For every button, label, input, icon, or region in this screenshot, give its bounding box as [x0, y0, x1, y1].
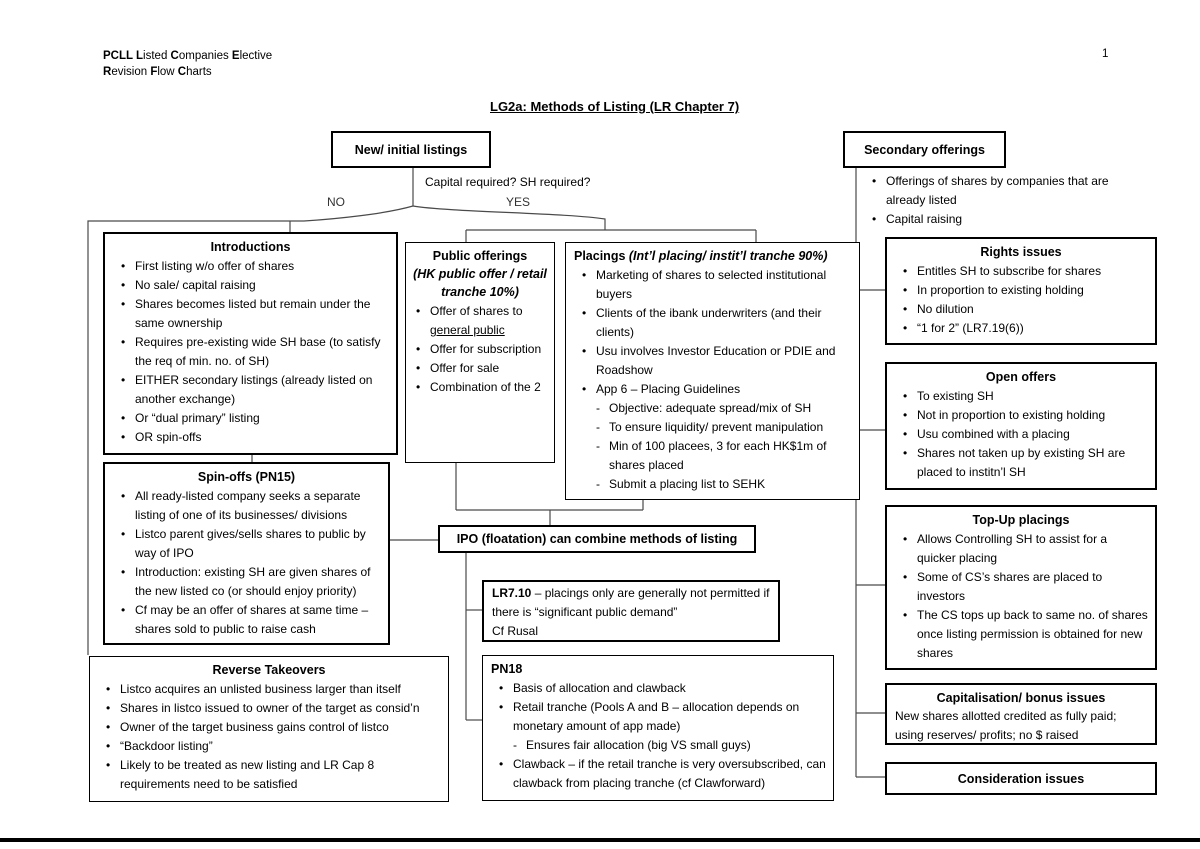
- bullet-item: Shares in listco issued to owner of the …: [106, 699, 442, 718]
- box-placings: Placings (Int’l placing/ instit’l tranch…: [565, 242, 860, 500]
- lr7-10-rule-ref: LR7.10: [492, 586, 532, 600]
- capitalisation-text: New shares allotted credited as fully pa…: [895, 709, 1117, 742]
- public-offerings-title: Public offerings(HK public offer / retai…: [413, 249, 547, 299]
- bullet-item: •Offerings of shares by companies that a…: [872, 174, 1109, 207]
- box-pn18: PN18 Basis of allocation and clawback Re…: [482, 655, 834, 801]
- reverse-takeovers-title: Reverse Takeovers: [212, 663, 326, 677]
- lr7-10-footnote: Cf Rusal: [492, 624, 539, 638]
- decision-question: Capital required? SH required?: [425, 175, 591, 189]
- box-reverse-takeovers: Reverse Takeovers Listco acquires an unl…: [89, 656, 449, 802]
- bullet-item: Requires pre-existing wide SH base (to s…: [121, 333, 390, 371]
- bullet-item: Offer for subscription: [416, 340, 548, 359]
- bullet-item: Some of CS’s shares are placed to invest…: [903, 568, 1149, 606]
- box-capitalisation-bonus-issues: Capitalisation/ bonus issues New shares …: [885, 683, 1157, 745]
- bullet-item: Likely to be treated as new listing and …: [106, 756, 442, 794]
- placings-title: Placings (Int’l placing/ instit’l tranch…: [574, 249, 828, 263]
- box-top-up-placings: Top-Up placings Allows Controlling SH to…: [885, 505, 1157, 670]
- bullet-item: No sale/ capital raising: [121, 276, 390, 295]
- bullet-item: Cf may be an offer of shares at same tim…: [121, 601, 382, 639]
- page-bottom-rule: [0, 838, 1200, 842]
- top-up-placings-title: Top-Up placings: [972, 513, 1070, 527]
- underlined-term: general public: [430, 323, 505, 337]
- page-number: 1: [1102, 48, 1109, 60]
- bullet-item: Usu combined with a placing: [903, 425, 1149, 444]
- capitalisation-title: Capitalisation/ bonus issues: [936, 691, 1106, 705]
- bullet-item: Offer for sale: [416, 359, 548, 378]
- bullet-item: “1 for 2” (LR7.19(6)): [903, 319, 1149, 338]
- bullet-item: App 6 – Placing Guidelines Objective: ad…: [582, 380, 853, 494]
- bullet-item: OR spin-offs: [121, 428, 390, 447]
- bullet-item: Listco acquires an unlisted business lar…: [106, 680, 442, 699]
- box-secondary-offerings: Secondary offerings: [843, 131, 1006, 168]
- sub-bullet-item: Objective: adequate spread/mix of SH: [596, 399, 853, 418]
- bullet-item: All ready-listed company seeks a separat…: [121, 487, 382, 525]
- consideration-issues-title: Consideration issues: [957, 771, 1085, 786]
- bullet-item: Allows Controlling SH to assist for a qu…: [903, 530, 1149, 568]
- header-line-1: PCLL Listed Companies Elective: [103, 50, 273, 62]
- box-rights-issues: Rights issues Entitles SH to subscribe f…: [885, 237, 1157, 345]
- no-label: NO: [327, 195, 345, 209]
- placings-subtitle: (Int’l placing/ instit’l tranche 90%): [628, 249, 828, 263]
- open-offers-title: Open offers: [985, 370, 1057, 384]
- bullet-item: Combination of the 2: [416, 378, 548, 397]
- header-line-2: Revision Flow Charts: [103, 66, 212, 78]
- box-open-offers: Open offers To existing SH Not in propor…: [885, 362, 1157, 490]
- bullet-item: Clawback – if the retail tranche is very…: [499, 755, 827, 793]
- bullet-item: Marketing of shares to selected institut…: [582, 266, 853, 304]
- sub-bullet-item: To ensure liquidity/ prevent manipulatio…: [596, 418, 853, 437]
- bullet-item: Clients of the ibank underwriters (and t…: [582, 304, 853, 342]
- new-listings-title: New/ initial listings: [354, 142, 468, 157]
- public-offerings-subtitle: (HK public offer / retail tranche 10%): [413, 267, 547, 299]
- box-new-initial-listings: New/ initial listings: [331, 131, 491, 168]
- box-spin-offs: Spin-offs (PN15) All ready-listed compan…: [103, 462, 390, 645]
- bullet-item: Shares not taken up by existing SH are p…: [903, 444, 1149, 482]
- bullet-item: Owner of the target business gains contr…: [106, 718, 442, 737]
- bullet-item: Usu involves Investor Education or PDIE …: [582, 342, 853, 380]
- box-lr7-10: LR7.10 – placings only are generally not…: [482, 580, 780, 642]
- sub-bullet-item: Ensures fair allocation (big VS small gu…: [513, 736, 827, 755]
- bullet-item: Not in proportion to existing holding: [903, 406, 1149, 425]
- page-title: LG2a: Methods of Listing (LR Chapter 7): [490, 99, 740, 114]
- bullet-item: Offer of shares to general public: [416, 302, 548, 340]
- introductions-title: Introductions: [210, 240, 291, 254]
- bullet-item: No dilution: [903, 300, 1149, 319]
- box-introductions: Introductions First listing w/o offer of…: [103, 232, 398, 455]
- bullet-item: Introduction: existing SH are given shar…: [121, 563, 382, 601]
- bullet-item: Shares becomes listed but remain under t…: [121, 295, 390, 333]
- bullet-item: First listing w/o offer of shares: [121, 257, 390, 276]
- sub-bullet-item: Submit a placing list to SEHK: [596, 475, 853, 494]
- sub-bullet-item: Min of 100 placees, 3 for each HK$1m of …: [596, 437, 853, 475]
- bullet-item: In proportion to existing holding: [903, 281, 1149, 300]
- document-header: PCLL Listed Companies Elective Revision …: [103, 48, 272, 80]
- bullet-item: Basis of allocation and clawback: [499, 679, 827, 698]
- yes-label: YES: [506, 195, 531, 209]
- bullet-item: EITHER secondary listings (already liste…: [121, 371, 390, 409]
- bullet-item: To existing SH: [903, 387, 1149, 406]
- bullet-item: •Capital raising: [872, 212, 963, 226]
- bullet-item: Retail tranche (Pools A and B – allocati…: [499, 698, 827, 755]
- bullet-item: Listco parent gives/sells shares to publ…: [121, 525, 382, 563]
- secondary-offerings-title: Secondary offerings: [864, 142, 985, 157]
- box-public-offerings: Public offerings(HK public offer / retai…: [405, 242, 555, 463]
- ipo-title: IPO (floatation) can combine methods of …: [456, 532, 738, 546]
- pn18-title: PN18: [491, 662, 523, 676]
- lr7-10-text: LR7.10 – placings only are generally not…: [492, 586, 770, 638]
- spin-offs-title: Spin-offs (PN15): [197, 470, 296, 484]
- bullet-item: Entitles SH to subscribe for shares: [903, 262, 1149, 281]
- secondary-offerings-notes: •Offerings of shares by companies that a…: [858, 172, 1120, 229]
- bullet-item: “Backdoor listing”: [106, 737, 442, 756]
- box-consideration-issues: Consideration issues: [885, 762, 1157, 795]
- bullet-item: Or “dual primary” listing: [121, 409, 390, 428]
- rights-issues-title: Rights issues: [980, 245, 1062, 259]
- box-ipo: IPO (floatation) can combine methods of …: [438, 525, 756, 553]
- bullet-item: The CS tops up back to same no. of share…: [903, 606, 1149, 663]
